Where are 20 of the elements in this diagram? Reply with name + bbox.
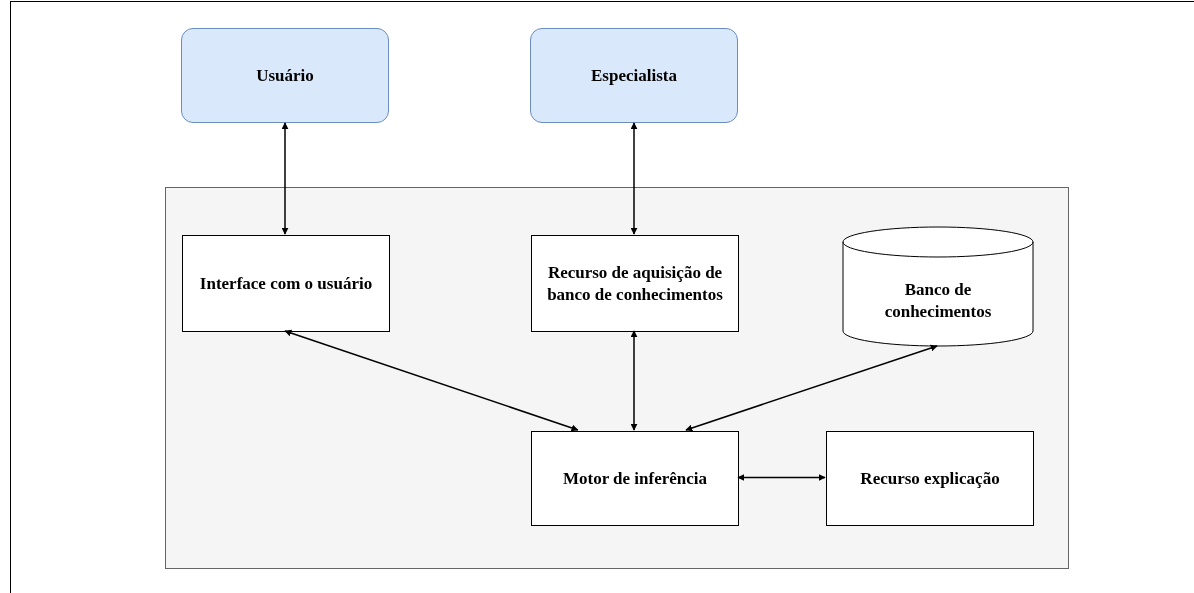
- node-label: Recurso explicação: [860, 467, 1000, 490]
- node-label: Interface com o usuário: [199, 272, 373, 295]
- arrow: [284, 329, 579, 432]
- arrow: [281, 122, 289, 235]
- node-label: Recurso de aquisição de banco de conhecimentos: [546, 262, 724, 305]
- arrow: [630, 330, 638, 431]
- process-box: [826, 431, 1034, 526]
- actor-box: [530, 28, 738, 123]
- system-panel: [165, 187, 1069, 569]
- actor-box: [181, 28, 389, 123]
- node-label: Usuário: [256, 64, 314, 87]
- arrow: [685, 344, 938, 432]
- process-box: [531, 431, 739, 526]
- node-label: Motor de inferência: [562, 467, 708, 490]
- process-box: [182, 235, 390, 332]
- node-label: Banco de conhecimentos: [883, 279, 993, 322]
- process-box: [531, 235, 739, 332]
- arrow: [737, 474, 826, 481]
- arrow: [630, 122, 638, 235]
- node-label: Especialista: [591, 64, 677, 87]
